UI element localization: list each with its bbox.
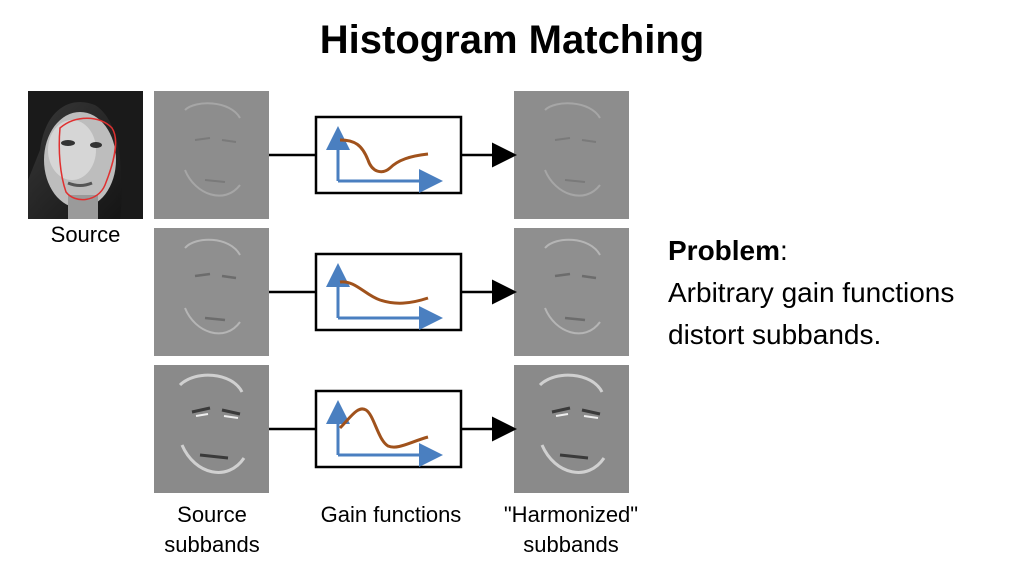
problem-heading-word: Problem bbox=[668, 235, 781, 266]
source-label: Source bbox=[50, 222, 121, 247]
problem-line-1: Arbitrary gain functions bbox=[668, 277, 955, 308]
source-subbands-label-line2: subbands bbox=[164, 532, 260, 557]
harmonized-subband-2 bbox=[514, 228, 629, 356]
face-contour bbox=[58, 117, 117, 201]
source-subband-2 bbox=[154, 228, 269, 356]
harmonized-subbands-label: "Harmonized" subbands bbox=[491, 500, 651, 560]
problem-heading-colon: : bbox=[780, 235, 788, 266]
gain-curve-1 bbox=[339, 138, 429, 174]
slide-title: Histogram Matching bbox=[319, 18, 705, 62]
problem-line-2: distort subbands. bbox=[668, 319, 882, 350]
harmonized-subband-3 bbox=[514, 365, 629, 493]
source-subband-1 bbox=[154, 91, 269, 219]
gain-curve-2 bbox=[339, 280, 429, 305]
source-subband-3 bbox=[154, 365, 269, 493]
source-photo bbox=[28, 91, 143, 219]
source-subbands-label-line1: Source bbox=[177, 502, 247, 527]
connectors bbox=[269, 142, 517, 442]
gain-functions-label: Gain functions bbox=[320, 502, 462, 527]
gain-function-box-2 bbox=[314, 252, 463, 332]
harmonized-label-line1: "Harmonized" bbox=[503, 502, 639, 527]
problem-heading: Problem: bbox=[668, 230, 954, 272]
problem-statement: Problem: Arbitrary gain functions distor… bbox=[668, 230, 954, 356]
source-subbands-label: Source subbands bbox=[137, 500, 287, 560]
harmonized-subband-1 bbox=[514, 91, 629, 219]
harmonized-label-line2: subbands bbox=[523, 532, 619, 557]
gain-function-box-1 bbox=[314, 115, 463, 195]
gain-function-box-3 bbox=[314, 389, 463, 469]
gain-curve-3 bbox=[338, 407, 429, 449]
